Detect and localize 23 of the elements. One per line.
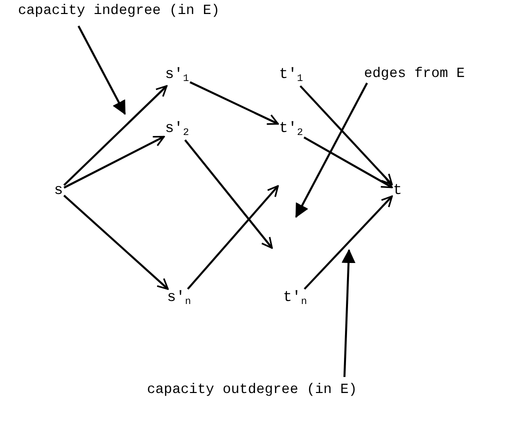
annotation-text: capacity indegree (in E) bbox=[18, 4, 220, 18]
arrow bbox=[300, 85, 393, 186]
leader-arrow bbox=[342, 249, 356, 378]
vertex-label: t′$_{n}$ bbox=[282, 289, 308, 309]
vertex-label: s′$_{n}$ bbox=[166, 289, 192, 309]
leader-arrow bbox=[78, 26, 126, 115]
arrow bbox=[184, 139, 273, 249]
vertex-label: t bbox=[392, 182, 404, 199]
vertex-label: t′$_{1}$ bbox=[278, 66, 304, 86]
arrow bbox=[63, 194, 169, 290]
vertex-label: s′$_{2}$ bbox=[164, 120, 190, 140]
vertex-label: s′$_{1}$ bbox=[164, 66, 190, 86]
vertex-label: s bbox=[53, 182, 64, 199]
vertex-label: t′$_{2}$ bbox=[278, 120, 304, 140]
annotation-text: edges from E bbox=[364, 67, 465, 81]
arrow bbox=[187, 185, 279, 290]
leader-arrow bbox=[295, 82, 368, 218]
annotation-text: capacity outdegree (in E) bbox=[147, 383, 358, 397]
arrow bbox=[304, 136, 393, 188]
arrow bbox=[304, 196, 393, 290]
arrow bbox=[63, 85, 168, 186]
arrow bbox=[190, 81, 279, 125]
arrow bbox=[64, 136, 165, 189]
